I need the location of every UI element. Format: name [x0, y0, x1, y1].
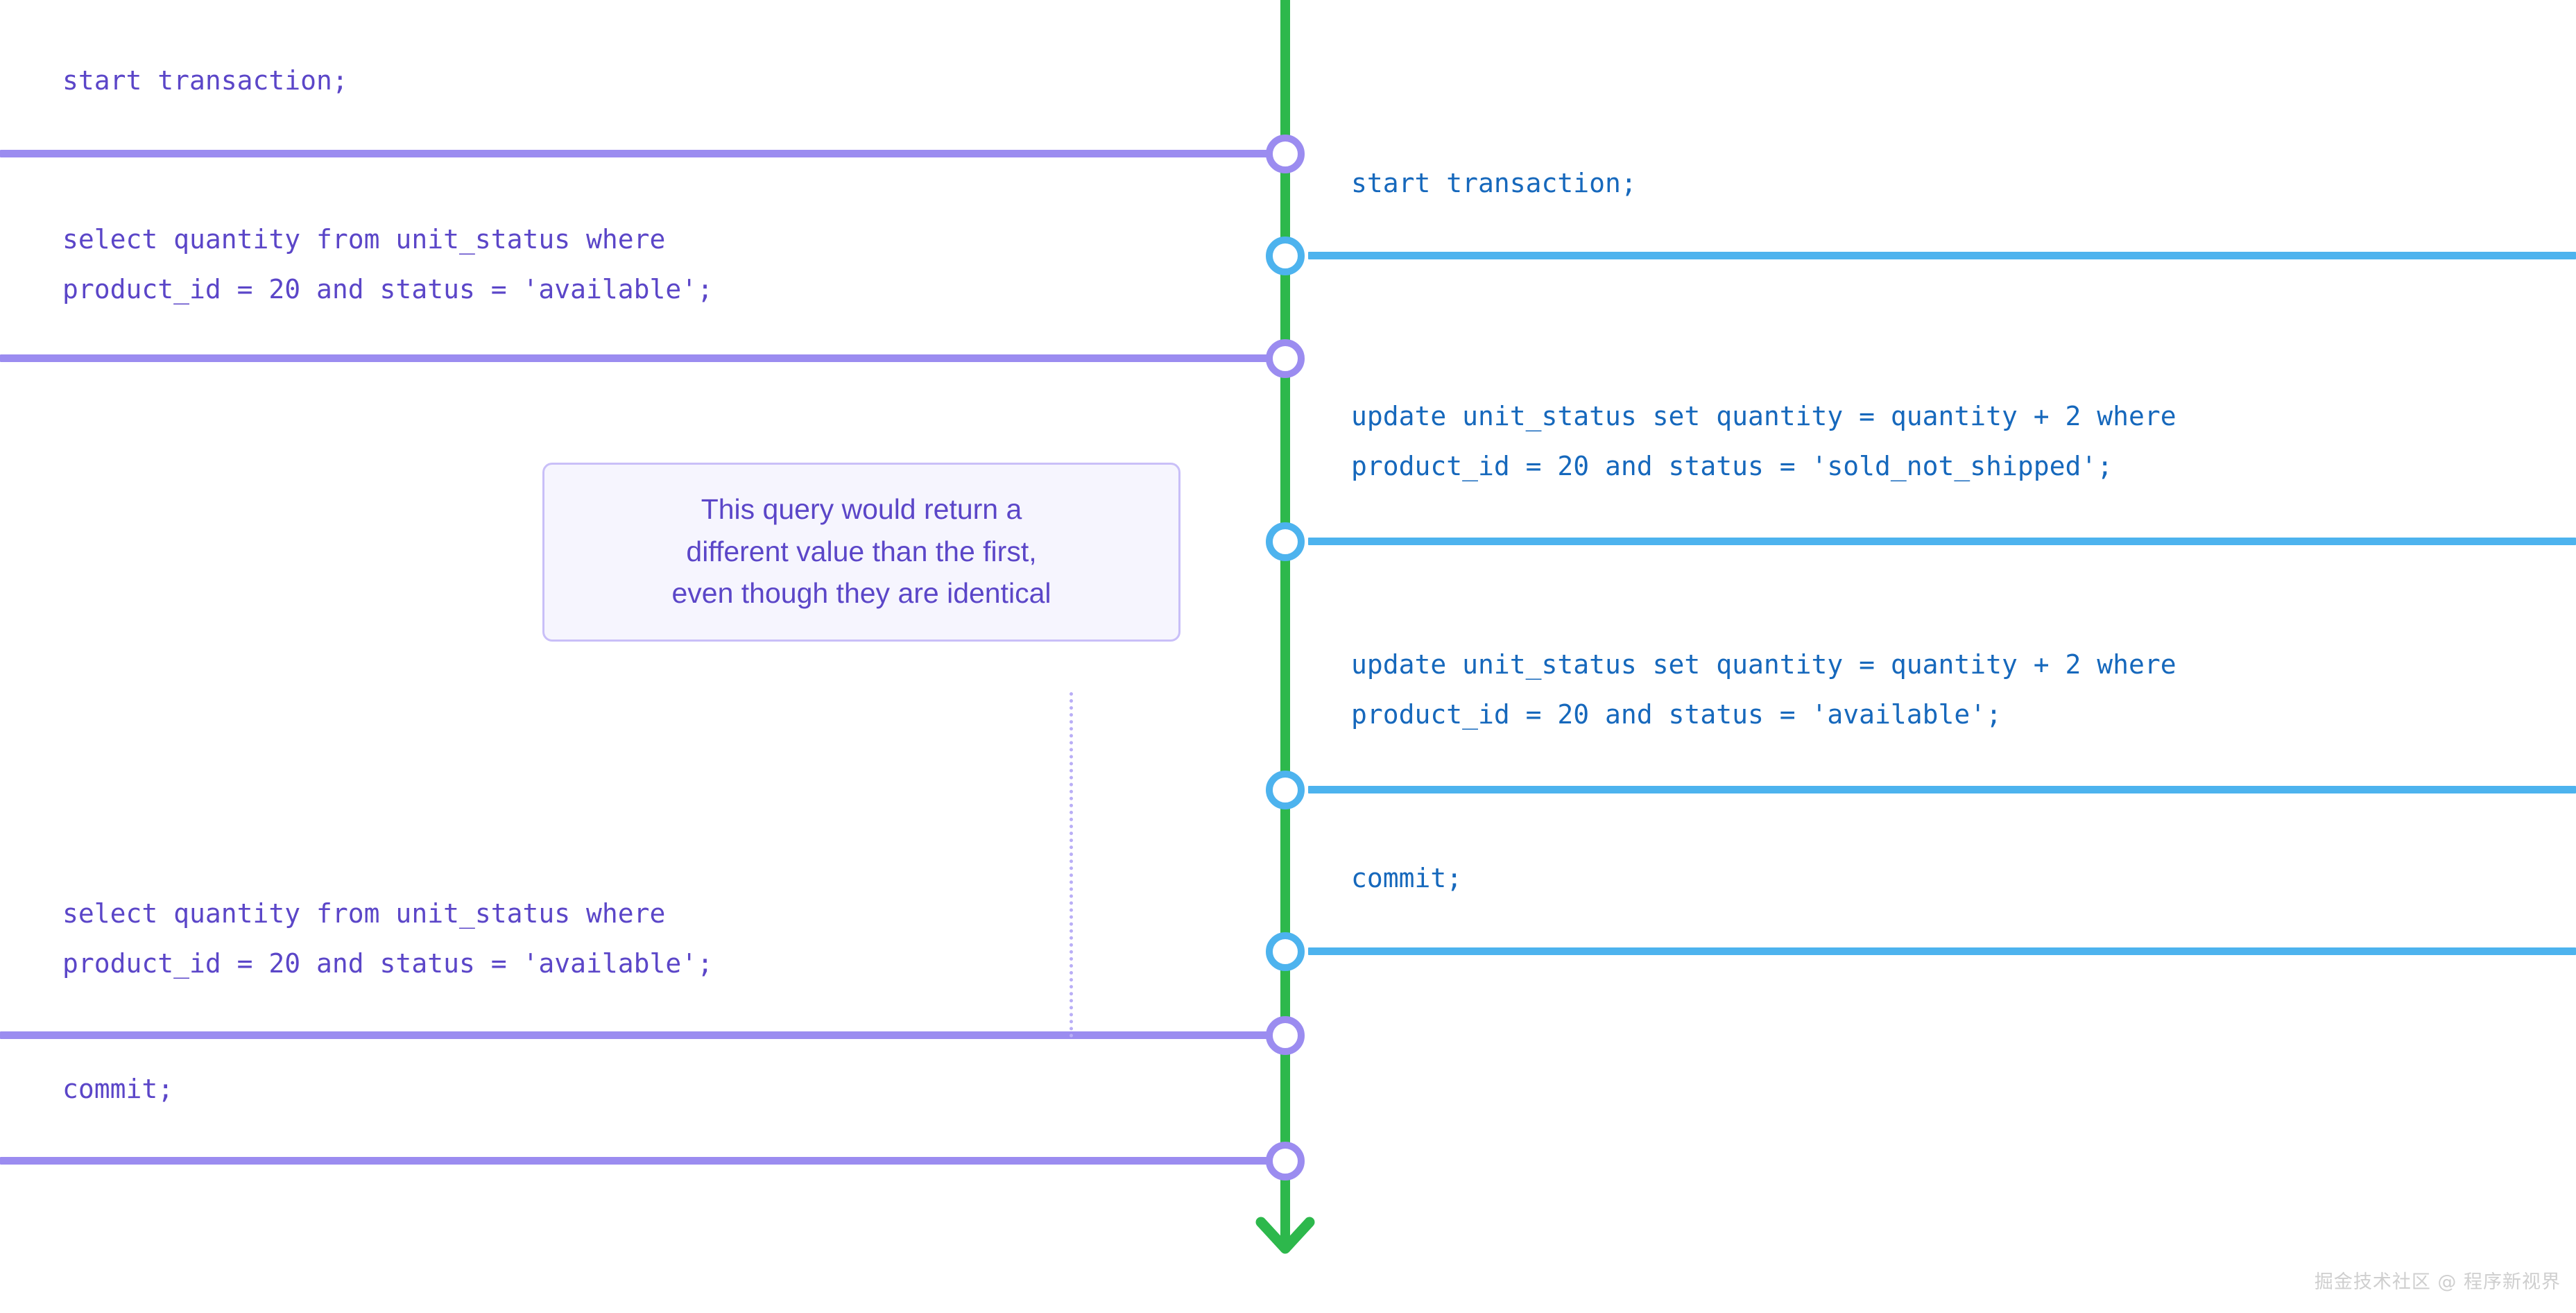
arrow-down-icon [1255, 1179, 1315, 1254]
left-node-2[interactable] [1266, 339, 1305, 378]
right-event-line-1 [1308, 252, 2576, 259]
right-event-line-4 [1308, 947, 2576, 955]
right-statement-3-line-2: product_id = 20 and status = 'available'… [1351, 699, 2002, 730]
right-node-2[interactable] [1266, 522, 1305, 561]
right-statement-2-line-2: product_id = 20 and status = 'sold_not_s… [1351, 451, 2113, 481]
annotation-callout: This query would return a different valu… [542, 463, 1180, 642]
right-node-4[interactable] [1266, 932, 1305, 971]
right-statement-2-line-1: update unit_status set quantity = quanti… [1351, 401, 2176, 431]
right-event-line-2 [1308, 538, 2576, 545]
left-statement-4-line-1: commit; [62, 1074, 174, 1104]
left-statement-2-line-2: product_id = 20 and status = 'available'… [62, 274, 713, 304]
left-statement-1-line-1: start transaction; [62, 65, 348, 96]
watermark: 掘金技术社区 @ 程序新视界 [2314, 1271, 2561, 1293]
left-event-line-2 [0, 354, 1268, 362]
right-node-1[interactable] [1266, 237, 1305, 275]
timeline-axis [1280, 0, 1290, 1212]
callout-line-3: even though they are identical [671, 577, 1051, 610]
left-node-1[interactable] [1266, 135, 1305, 173]
left-node-4[interactable] [1266, 1142, 1305, 1181]
right-statement-1-line-1: start transaction; [1351, 168, 1637, 198]
left-event-line-4 [0, 1157, 1268, 1165]
left-statement-3-line-2: product_id = 20 and status = 'available'… [62, 948, 713, 979]
callout-line-2: different value than the first, [686, 535, 1037, 567]
left-statement-3-line-1: select quantity from unit_status where [62, 898, 666, 929]
right-statement-3-line-1: update unit_status set quantity = quanti… [1351, 649, 2176, 680]
left-event-line-3 [0, 1031, 1268, 1039]
left-node-3[interactable] [1266, 1016, 1305, 1055]
callout-line-1: This query would return a [701, 493, 1022, 525]
left-statement-2-line-1: select quantity from unit_status where [62, 224, 666, 255]
right-statement-4-line-1: commit; [1351, 863, 1463, 893]
callout-connector-line [1070, 692, 1073, 1038]
left-event-line-1 [0, 150, 1268, 157]
right-event-line-3 [1308, 786, 2576, 793]
right-node-3[interactable] [1266, 771, 1305, 809]
